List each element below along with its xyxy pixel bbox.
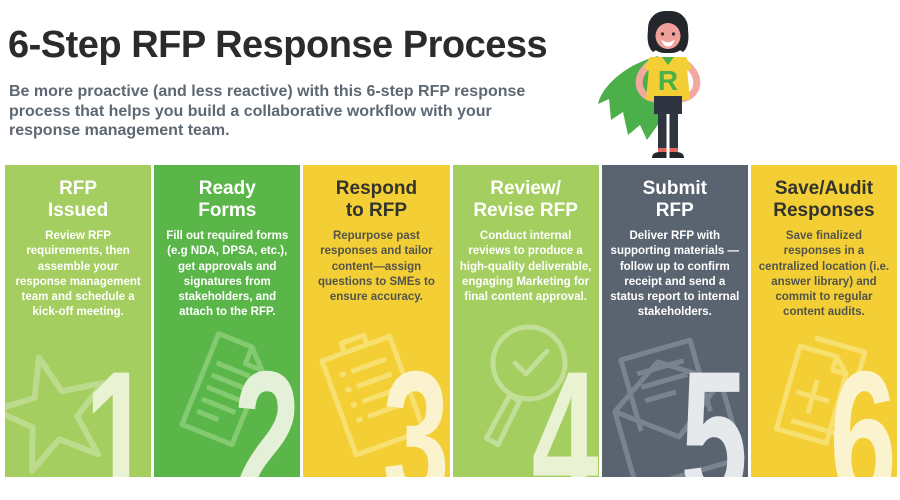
step-description: Repurpose past responses and tailor cont… xyxy=(317,230,435,303)
step-description: Conduct internal reviews to produce a hi… xyxy=(459,230,592,303)
step-number: 2 xyxy=(233,332,301,477)
step-description: Fill out required forms (e.g NDA, DPSA, … xyxy=(166,230,289,319)
step-column-6: Save/Audit Responses Save finalized resp… xyxy=(750,165,898,477)
process-steps: RFP Issued Review RFP requirements, then… xyxy=(5,165,898,477)
step-title: Ready Forms xyxy=(198,178,257,221)
step-description: Save finalized responses in a centralize… xyxy=(758,230,890,319)
step-number: 1 xyxy=(84,332,152,477)
pants xyxy=(654,96,682,150)
step-column-5: Submit RFP Deliver RFP with supporting m… xyxy=(601,165,748,477)
step-title: RFP Issued xyxy=(47,178,109,221)
shirt-logo-letter: R xyxy=(658,65,678,96)
step-title: Respond to RFP xyxy=(335,178,418,221)
step-number: 5 xyxy=(680,332,748,477)
page-title: 6-Step RFP Response Process xyxy=(8,24,548,66)
step-description: Deliver RFP with supporting materials —f… xyxy=(610,230,740,319)
step-column-2: Ready Forms Fill out required forms (e.g… xyxy=(154,165,301,477)
page-subtitle: Be more proactive (and less reactive) wi… xyxy=(9,83,526,140)
step-column-3: Respond to RFP Repurpose past responses … xyxy=(303,165,450,477)
step-title: Review/ Revise RFP xyxy=(473,178,578,221)
step-title: Save/Audit Responses xyxy=(773,178,875,221)
step-number: 3 xyxy=(382,332,450,477)
shoes xyxy=(652,148,684,158)
step-column-1: RFP Issued Review RFP requirements, then… xyxy=(5,165,152,477)
step-column-4: Review/ Revise RFP Conduct internal revi… xyxy=(452,165,599,477)
step-number: 6 xyxy=(830,332,898,477)
step-title: Submit RFP xyxy=(642,178,707,221)
step-number: 4 xyxy=(531,332,599,477)
shirt xyxy=(644,57,692,100)
superhero-mascot-illustration: R xyxy=(598,11,701,158)
head xyxy=(647,11,689,53)
step-description: Review RFP requirements, then assemble y… xyxy=(15,230,141,319)
